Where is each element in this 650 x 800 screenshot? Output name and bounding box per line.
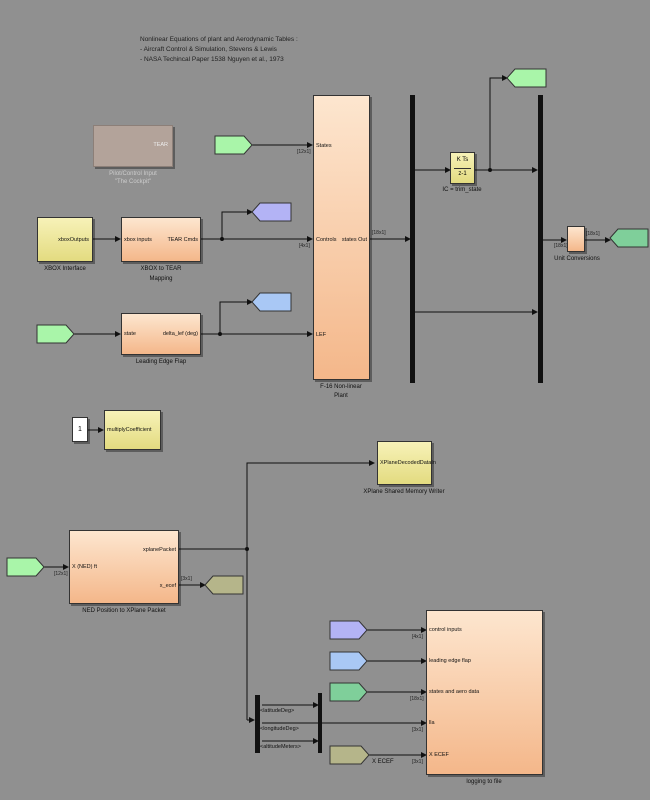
- x-ecef-port: x_ecef: [159, 583, 176, 589]
- xplane-packet-port: xplanePacket: [142, 547, 176, 553]
- dim-states-in: [12x1]: [297, 149, 311, 155]
- dim-ecef-out: [3x1]: [181, 576, 192, 582]
- unit-conversions-caption: Unit Conversions: [554, 256, 600, 262]
- from-tag-ecef[interactable]: [329, 745, 370, 765]
- log-port-lef: leading edge flap: [429, 658, 471, 664]
- integrator-numerator: K Ts: [456, 157, 469, 163]
- from-tag-ned[interactable]: [6, 557, 45, 577]
- integrator-caption: IC = trim_state: [442, 187, 482, 193]
- plant-caption-1: F-16 Non-linear: [320, 384, 362, 390]
- constant-value: 1: [78, 426, 82, 433]
- plant-in-lef: LEF: [316, 332, 327, 338]
- xbox-to-tear-caption-1: XBOX to TEAR: [140, 266, 182, 272]
- log-port-ecef: X ECEF: [429, 752, 449, 758]
- pilot-input-caption-2: "The Cockpit": [114, 179, 152, 185]
- lef-caption: Leading Edge Flap: [135, 359, 187, 365]
- pilot-input-caption-1: Pilot/Control Input: [109, 171, 157, 177]
- log-port-lla: lla: [429, 720, 435, 726]
- xplane-writer-block[interactable]: XPlaneDecodedDataIn: [377, 441, 436, 485]
- dim-unit-in: [18x1]: [554, 243, 568, 249]
- logging-caption: logging to file: [466, 779, 502, 785]
- bus-signal-longitude: <longitudeDeg>: [260, 726, 299, 732]
- unit-conversions-block[interactable]: [567, 226, 585, 252]
- plant-in-controls: Controls: [316, 237, 337, 243]
- dim-ned-in: [12x1]: [54, 571, 68, 577]
- from-tag-lef[interactable]: [329, 651, 368, 671]
- xbox-interface-caption: XBOX Interface: [44, 266, 86, 272]
- from-tag-state[interactable]: [214, 135, 253, 155]
- wire-ctrl-goto[interactable]: [221, 209, 253, 239]
- bus-selector[interactable]: [255, 695, 260, 753]
- lef-in-port: state: [124, 331, 136, 337]
- from-tag-aero[interactable]: [329, 682, 368, 702]
- goto-tag-lef[interactable]: [251, 292, 292, 312]
- integrator-block[interactable]: K Ts z-1: [450, 152, 475, 184]
- mux-block[interactable]: [318, 693, 322, 753]
- multiply-coefficient-port: multiplyCoefficient: [107, 427, 152, 433]
- ned-to-xplane-caption: NED Position to XPlane Packet: [82, 608, 166, 614]
- xplane-writer-caption: XPlane Shared Memory Writer: [363, 489, 445, 495]
- xbox-to-tear-block[interactable]: xbox inputs TEAR Cmds: [121, 217, 201, 262]
- lef-out-port: delta_lef (deg): [162, 331, 198, 337]
- xbox-to-tear-caption-2: Mapping: [149, 276, 173, 282]
- dim-log-ecef: [3x1]: [412, 759, 423, 765]
- xbox-to-tear-in-port: xbox inputs: [124, 237, 152, 243]
- log-port-states: states and aero data: [429, 689, 480, 695]
- wire-lef-goto[interactable]: [219, 299, 253, 334]
- wire-xplane-packet[interactable]: [179, 460, 375, 550]
- f16-plant-block[interactable]: States Controls states Out LEF: [313, 95, 370, 380]
- model-annotation: Nonlinear Equations of plant and Aerodyn…: [140, 35, 298, 65]
- ned-in-port: X (NED) ft: [72, 564, 98, 570]
- dim-controls-in: [4x1]: [299, 243, 310, 249]
- annotation-line-3: - NASA Techincal Paper 1538 Nguyen et al…: [140, 56, 284, 63]
- log-port-controls: control inputs: [429, 627, 462, 633]
- bus-signal-altitude: <altitudeMeters>: [260, 744, 301, 750]
- plant-out-states: states Out: [341, 237, 367, 243]
- x-ecef-label: X ECEF: [372, 759, 394, 765]
- plant-caption-2: Plant: [334, 393, 348, 399]
- bus-creator-2[interactable]: [538, 95, 543, 383]
- dim-plant-out: [18x1]: [372, 230, 386, 236]
- constant-block[interactable]: 1: [72, 417, 88, 442]
- integrator-denominator: z-1: [458, 171, 467, 177]
- goto-tag-aero[interactable]: [609, 228, 649, 248]
- plant-in-states: States: [316, 143, 332, 149]
- goto-tag-state[interactable]: [506, 68, 547, 88]
- xbox-interface-port: xboxOutputs: [58, 237, 89, 243]
- goto-tag-controls[interactable]: [251, 202, 292, 222]
- dim-log-states: [18x1]: [410, 696, 424, 702]
- from-tag-lef-state[interactable]: [36, 324, 75, 344]
- bus-signal-latitude: <latitudeDeg>: [260, 708, 295, 714]
- bus-creator[interactable]: [410, 95, 415, 383]
- pilot-input-block[interactable]: TEAR: [93, 125, 173, 167]
- from-tag-controls[interactable]: [329, 620, 368, 640]
- wire-state-goto[interactable]: [489, 75, 508, 170]
- logging-block[interactable]: control inputs leading edge flap states …: [426, 610, 543, 775]
- xbox-interface-block[interactable]: xboxOutputs: [37, 217, 93, 262]
- leading-edge-flap-block[interactable]: state delta_lef (deg): [121, 313, 201, 355]
- xbox-to-tear-out-port: TEAR Cmds: [167, 237, 198, 243]
- annotation-line-2: - Aircraft Control & Simulation, Stevens…: [140, 46, 277, 53]
- multiply-coefficient-block[interactable]: multiplyCoefficient: [104, 410, 161, 450]
- annotation-line-1: Nonlinear Equations of plant and Aerodyn…: [140, 36, 298, 43]
- ned-to-xplane-block[interactable]: X (NED) ft xplanePacket x_ecef: [69, 530, 179, 604]
- pilot-input-port: TEAR: [153, 142, 168, 148]
- dim-log-lla: [3x1]: [412, 727, 423, 733]
- dim-log-ctrl: [4x1]: [412, 634, 423, 640]
- xplane-writer-port: XPlaneDecodedDataIn: [380, 460, 436, 466]
- goto-tag-ecef[interactable]: [204, 575, 244, 595]
- dim-unit-out: [18x1]: [586, 231, 600, 237]
